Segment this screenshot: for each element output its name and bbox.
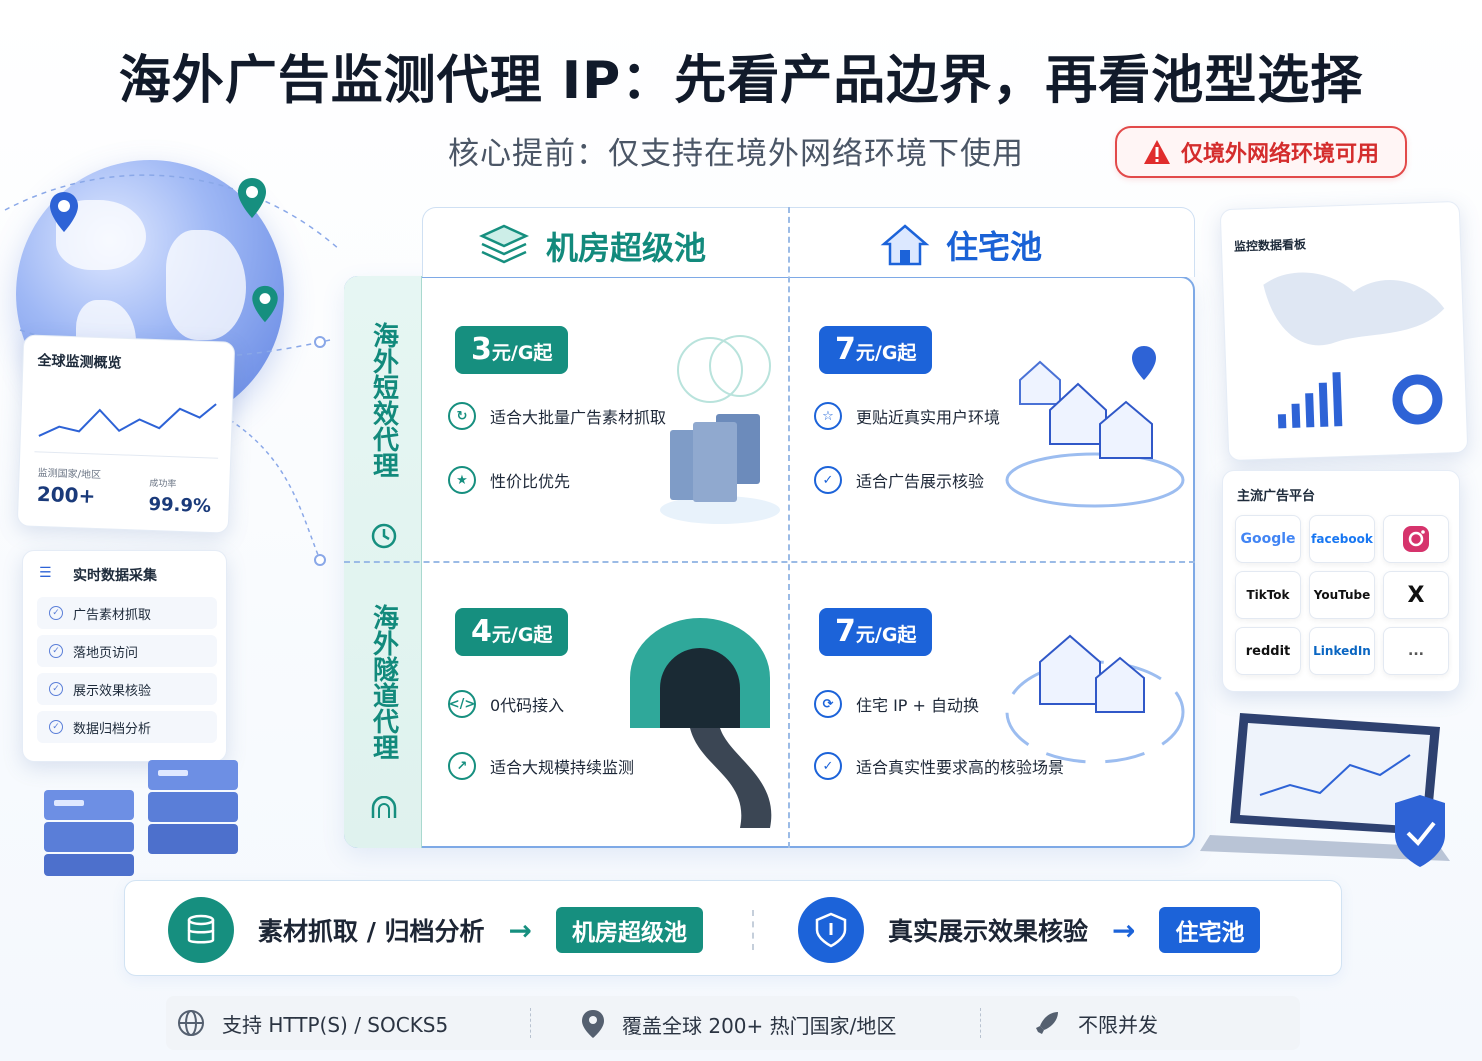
platform-reddit: reddit — [1235, 627, 1301, 675]
check-icon: ✓ — [49, 720, 63, 734]
shield-icon — [798, 897, 864, 963]
bar-divider — [752, 910, 754, 950]
collection-icon: ☰ — [39, 565, 52, 581]
footer-strip — [166, 996, 1300, 1050]
shield-check-icon: ✓ — [814, 466, 842, 494]
server-rack-illustration — [660, 335, 780, 524]
location-pin-icon — [582, 1010, 604, 1038]
overview-title: 全球监测概览 — [37, 352, 122, 372]
star-icon: ★ — [448, 466, 476, 494]
platform-more: ... — [1383, 627, 1449, 675]
chart-trend-icon: ↗ — [448, 752, 476, 780]
column-divider — [788, 207, 790, 848]
collection-item: ✓展示效果核验 — [37, 673, 217, 705]
clock-icon — [371, 523, 397, 549]
server-stack-icon — [478, 224, 530, 264]
row-short-title: 海外短效代理 — [368, 322, 399, 478]
page-title: 海外广告监测代理 IP：先看产品边界，再看池型选择 — [118, 51, 1364, 111]
house-icon — [880, 224, 930, 266]
footer-divider — [530, 1008, 531, 1038]
pool-tag: 机房超级池 — [556, 907, 704, 953]
warning-badge: 仅境外网络环境可用 — [1115, 126, 1407, 178]
platform-tiktok: TikTok — [1235, 571, 1301, 619]
footer-protocol: 支持 HTTP(S) / SOCKS5 — [176, 1008, 448, 1038]
feature-item: ↻ 适合大批量广告素材抓取 — [448, 402, 666, 430]
server-illustration — [44, 760, 238, 876]
platform-linkedin: LinkedIn — [1309, 627, 1375, 675]
code-icon: </> — [448, 690, 476, 718]
feature-item: ⟳ 住宅 IP + 自动换 — [814, 690, 979, 718]
collection-title: 实时数据采集 — [73, 568, 157, 584]
footer-coverage: 覆盖全球 200+ 热门国家/地区 — [580, 1008, 896, 1040]
matrix-header — [422, 207, 1195, 277]
houses-rotation-illustration — [1005, 634, 1185, 764]
countries-value: 200+ — [36, 481, 96, 508]
page-subtitle: 核心提前：仅支持在境外网络环境下使用 — [448, 136, 1024, 172]
collection-item: ✓广告素材抓取 — [37, 597, 217, 629]
location-pin-icon — [238, 178, 266, 218]
feature-item: ↗ 适合大规模持续监测 — [448, 752, 634, 780]
check-icon: ✓ — [49, 644, 63, 658]
warning-icon — [1143, 140, 1170, 164]
trend-line-chart — [34, 403, 219, 459]
instagram-icon — [1403, 526, 1429, 552]
pool-tag: 住宅池 — [1159, 907, 1261, 953]
laptop-illustration — [1200, 713, 1450, 867]
footer-divider — [980, 1008, 981, 1038]
platform-google: Google — [1235, 515, 1301, 563]
tunnel-icon — [371, 796, 397, 818]
platforms-title: 主流广告平台 — [1237, 489, 1316, 504]
collection-item: ✓数据归档分析 — [37, 711, 217, 743]
shield-check-icon: ✓ — [814, 752, 842, 780]
warning-text: 仅境外网络环境可用 — [1180, 142, 1379, 167]
recommendation-bar — [124, 880, 1342, 976]
platform-instagram — [1383, 515, 1449, 563]
check-icon: ✓ — [49, 682, 63, 696]
row-divider — [344, 561, 1195, 563]
arrow-right-icon: → — [1112, 913, 1136, 947]
feature-item: </> 0代码接入 — [448, 690, 564, 718]
recommendation-residential: 真实展示效果核验 → 住宅池 — [798, 897, 1261, 963]
database-icon — [168, 897, 234, 963]
platform-facebook: facebook — [1309, 515, 1375, 563]
column-datacenter-title: 机房超级池 — [478, 222, 706, 270]
realtime-collection-card: ☰ 实时数据采集 ✓广告素材抓取 ✓落地页访问 ✓展示效果核验 ✓数据归档分析 — [22, 550, 227, 762]
success-label: 成功率 — [149, 478, 177, 490]
global-overview-card: 全球监测概览 监测国家/地区 200+ 成功率 99.9% — [16, 334, 236, 534]
location-pin-icon — [50, 192, 78, 232]
dashboard-title: 监控数据看板 — [1233, 237, 1307, 254]
rotate-icon: ⟳ — [814, 690, 842, 718]
rocket-icon — [1036, 1012, 1058, 1034]
feature-item: ★ 性价比优先 — [448, 466, 570, 494]
collection-item: ✓落地页访问 — [37, 635, 217, 667]
row-tunnel-title: 海外隧道代理 — [368, 604, 399, 760]
refresh-icon: ↻ — [448, 402, 476, 430]
success-value: 99.9% — [148, 493, 212, 518]
globe-icon — [178, 1010, 204, 1036]
tunnel-illustration — [630, 618, 772, 828]
dashboard-graphics — [1263, 272, 1445, 429]
platform-x: X — [1383, 571, 1449, 619]
monitoring-dashboard-card: 监控数据看板 — [1219, 200, 1469, 462]
footer-concurrency: 不限并发 — [1032, 1008, 1158, 1038]
houses-illustration — [1005, 346, 1185, 508]
network-lines — [4, 174, 341, 566]
countries-label: 监测国家/地区 — [37, 467, 102, 482]
ad-platforms-card: 主流广告平台 Google facebook TikTok YouTube X … — [1222, 470, 1460, 692]
check-icon: ✓ — [49, 606, 63, 620]
feature-item: ✓ 适合真实性要求高的核验场景 — [814, 752, 1064, 780]
recommendation-datacenter: 素材抓取 / 归档分析 → 机房超级池 — [168, 897, 704, 963]
feature-item: ☆ 更贴近真实用户环境 — [814, 402, 1000, 430]
location-pin-icon — [252, 285, 278, 323]
feature-item: ✓ 适合广告展示核验 — [814, 466, 984, 494]
badge-icon: ☆ — [814, 402, 842, 430]
platform-youtube: YouTube — [1309, 571, 1375, 619]
arrow-right-icon: → — [508, 913, 533, 947]
column-residential-title: 住宅池 — [880, 222, 1042, 268]
